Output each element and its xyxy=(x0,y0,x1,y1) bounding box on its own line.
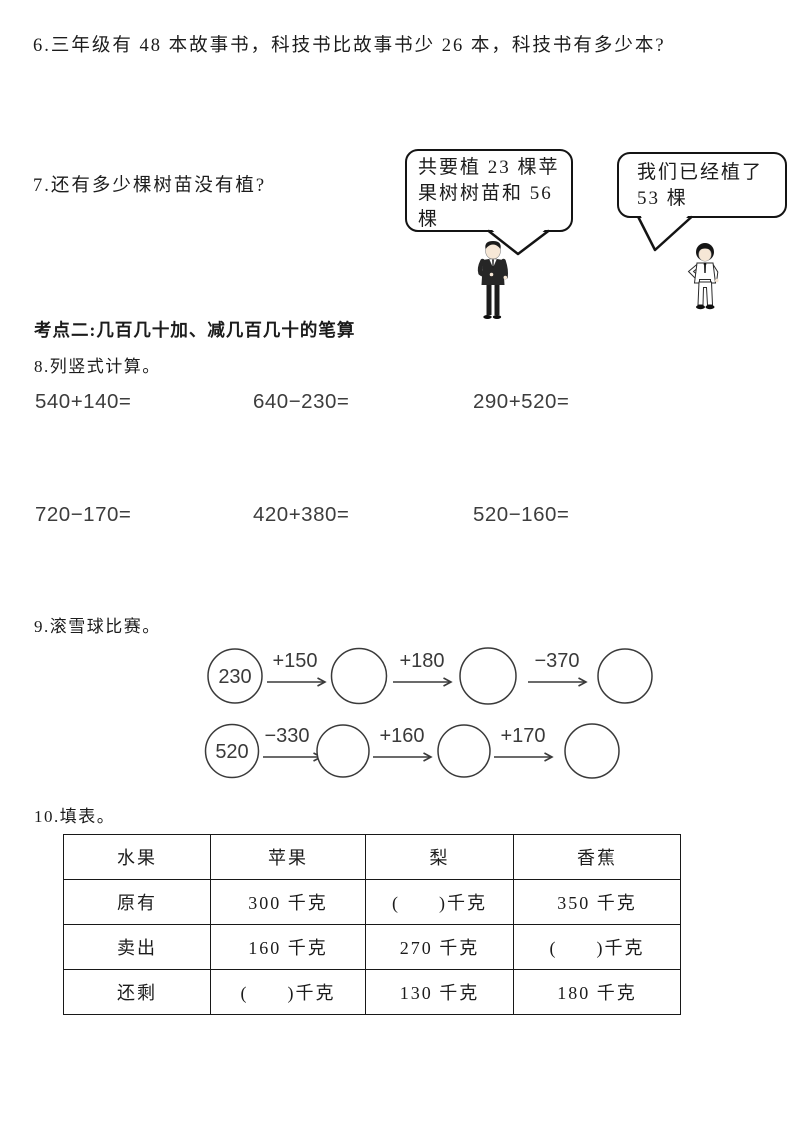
chain1-start-value: 230 xyxy=(218,666,251,688)
table-cell-blank: ( )千克 xyxy=(365,879,514,925)
chain1-op1-label: +150 xyxy=(272,650,317,672)
chain2-op1-label: −330 xyxy=(264,725,309,747)
man-in-suit-icon xyxy=(477,241,508,319)
question-6-text: 6.三年级有 48 本故事书，科技书比故事书少 26 本，科技书有多少本? xyxy=(33,36,666,56)
speech-bubble-right-tail xyxy=(636,214,693,252)
speech-bubble-right-line1: 我们已经植了 xyxy=(637,162,764,183)
speech-bubble-left-tail xyxy=(487,228,550,256)
speech-bubble-left-line3: 棵 xyxy=(418,209,440,230)
header-fruit: 水果 xyxy=(63,834,211,880)
row-label: 还剩 xyxy=(63,969,211,1015)
chain1-blank-circle-2 xyxy=(459,647,517,705)
speech-bubble-right: 我们已经植了 53 棵 xyxy=(617,152,787,218)
question-9-text: 9.滚雪球比赛。 xyxy=(34,617,161,636)
header-banana: 香蕉 xyxy=(513,834,681,880)
table-header-row: 水果 苹果 梨 香蕉 xyxy=(63,834,681,880)
table-cell: 160 千克 xyxy=(210,924,366,970)
chain1-blank-circle-3 xyxy=(597,648,653,704)
question-10-text: 10.填表。 xyxy=(34,807,116,826)
chain1-op3-label: −370 xyxy=(534,650,579,672)
section-2-heading: 考点二:几百几十加、减几百几十的笔算 xyxy=(34,320,356,340)
speech-bubble-right-line2: 53 棵 xyxy=(637,188,688,209)
snowball-chain-diagram: 230 +150 +180 −370 520 −330 +160 +170 xyxy=(204,647,653,779)
equation-1: 540+140= xyxy=(35,390,132,413)
header-apple: 苹果 xyxy=(210,834,366,880)
table-cell-blank: ( )千克 xyxy=(210,969,366,1015)
speech-bubble-left-line1: 共要植 23 棵苹 xyxy=(418,157,560,178)
equation-2: 640−230= xyxy=(253,390,350,413)
chain1-op2-label: +180 xyxy=(399,650,444,672)
chain2-blank-circle-2 xyxy=(437,724,491,778)
question-7-text: 7.还有多少棵树苗没有植? xyxy=(33,176,267,196)
table-cell: 180 千克 xyxy=(513,969,681,1015)
row-label: 原有 xyxy=(63,879,211,925)
chain2-blank-circle-3 xyxy=(564,723,620,779)
table-row: 还剩 ( )千克 130 千克 180 千克 xyxy=(63,969,681,1015)
table-cell: 130 千克 xyxy=(365,969,514,1015)
speech-bubble-left: 共要植 23 棵苹 果树树苗和 56 棵 xyxy=(405,149,573,232)
equation-4: 720−170= xyxy=(35,503,132,526)
speech-bubble-left-line2: 果树树苗和 56 xyxy=(418,183,553,204)
header-pear: 梨 xyxy=(365,834,514,880)
chain1-blank-circle-1 xyxy=(330,647,388,705)
question-8-text: 8.列竖式计算。 xyxy=(34,357,161,376)
row-label: 卖出 xyxy=(63,924,211,970)
chain2-start-value: 520 xyxy=(215,741,248,763)
chain1-start-circle xyxy=(207,648,263,704)
table-row: 原有 300 千克 ( )千克 350 千克 xyxy=(63,879,681,925)
table-cell: 270 千克 xyxy=(365,924,514,970)
chain2-op3-label: +170 xyxy=(500,725,545,747)
table-cell: 350 千克 xyxy=(513,879,681,925)
chain2-blank-circle-1 xyxy=(316,724,370,778)
equation-3: 290+520= xyxy=(473,390,570,413)
chain2-op2-label: +160 xyxy=(379,725,424,747)
fruit-fill-table: 水果 苹果 梨 香蕉 原有 300 千克 ( )千克 350 千克 卖出 160… xyxy=(63,834,681,1015)
table-row: 卖出 160 千克 270 千克 ( )千克 xyxy=(63,924,681,970)
boy-in-white-icon xyxy=(687,243,719,310)
equation-5: 420+380= xyxy=(253,503,350,526)
chain2-start-circle xyxy=(204,723,260,779)
table-cell: 300 千克 xyxy=(210,879,366,925)
table-cell-blank: ( )千克 xyxy=(513,924,681,970)
equation-6: 520−160= xyxy=(473,503,570,526)
